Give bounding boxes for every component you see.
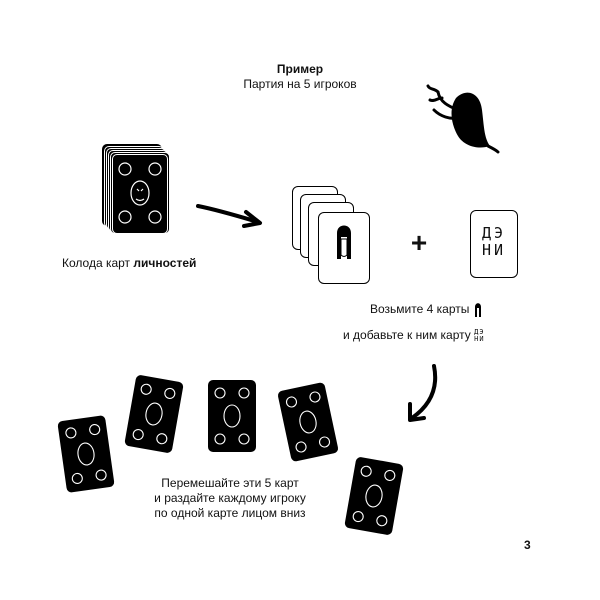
arrow-right-icon [196,204,262,228]
face-card-front [318,212,370,284]
dealt-card-4 [277,381,339,463]
page-title: Пример [276,62,324,76]
deck-top-card [112,154,168,234]
deni-mini-label: ДЭ НИ [474,327,485,343]
woman-face-icon [337,225,351,259]
dealt-card-5 [344,456,404,536]
plus-sign: + [410,227,428,258]
deck-caption: Колода карт личностей [62,256,197,270]
take-line-2: и добавьте к ним карту ДЭ НИ [343,327,485,343]
page-number: 3 [524,538,531,552]
dealt-card-3 [208,380,256,452]
page-subtitle: Партия на 5 игроков [243,77,357,91]
woman-face-mini-icon [474,303,481,317]
four-face-cards [292,186,376,290]
arrow-down-left-icon [408,364,438,422]
dealt-card-1 [57,415,115,493]
creature-illustration [426,84,500,154]
take-line-1: Возьмите 4 карты [370,302,500,318]
dealt-card-2 [124,374,184,454]
shuffle-instructions: Перемешайте эти 5 карт и раздайте каждом… [154,476,306,520]
deni-card: ДЭ НИ [470,210,518,278]
personality-deck [98,142,178,234]
